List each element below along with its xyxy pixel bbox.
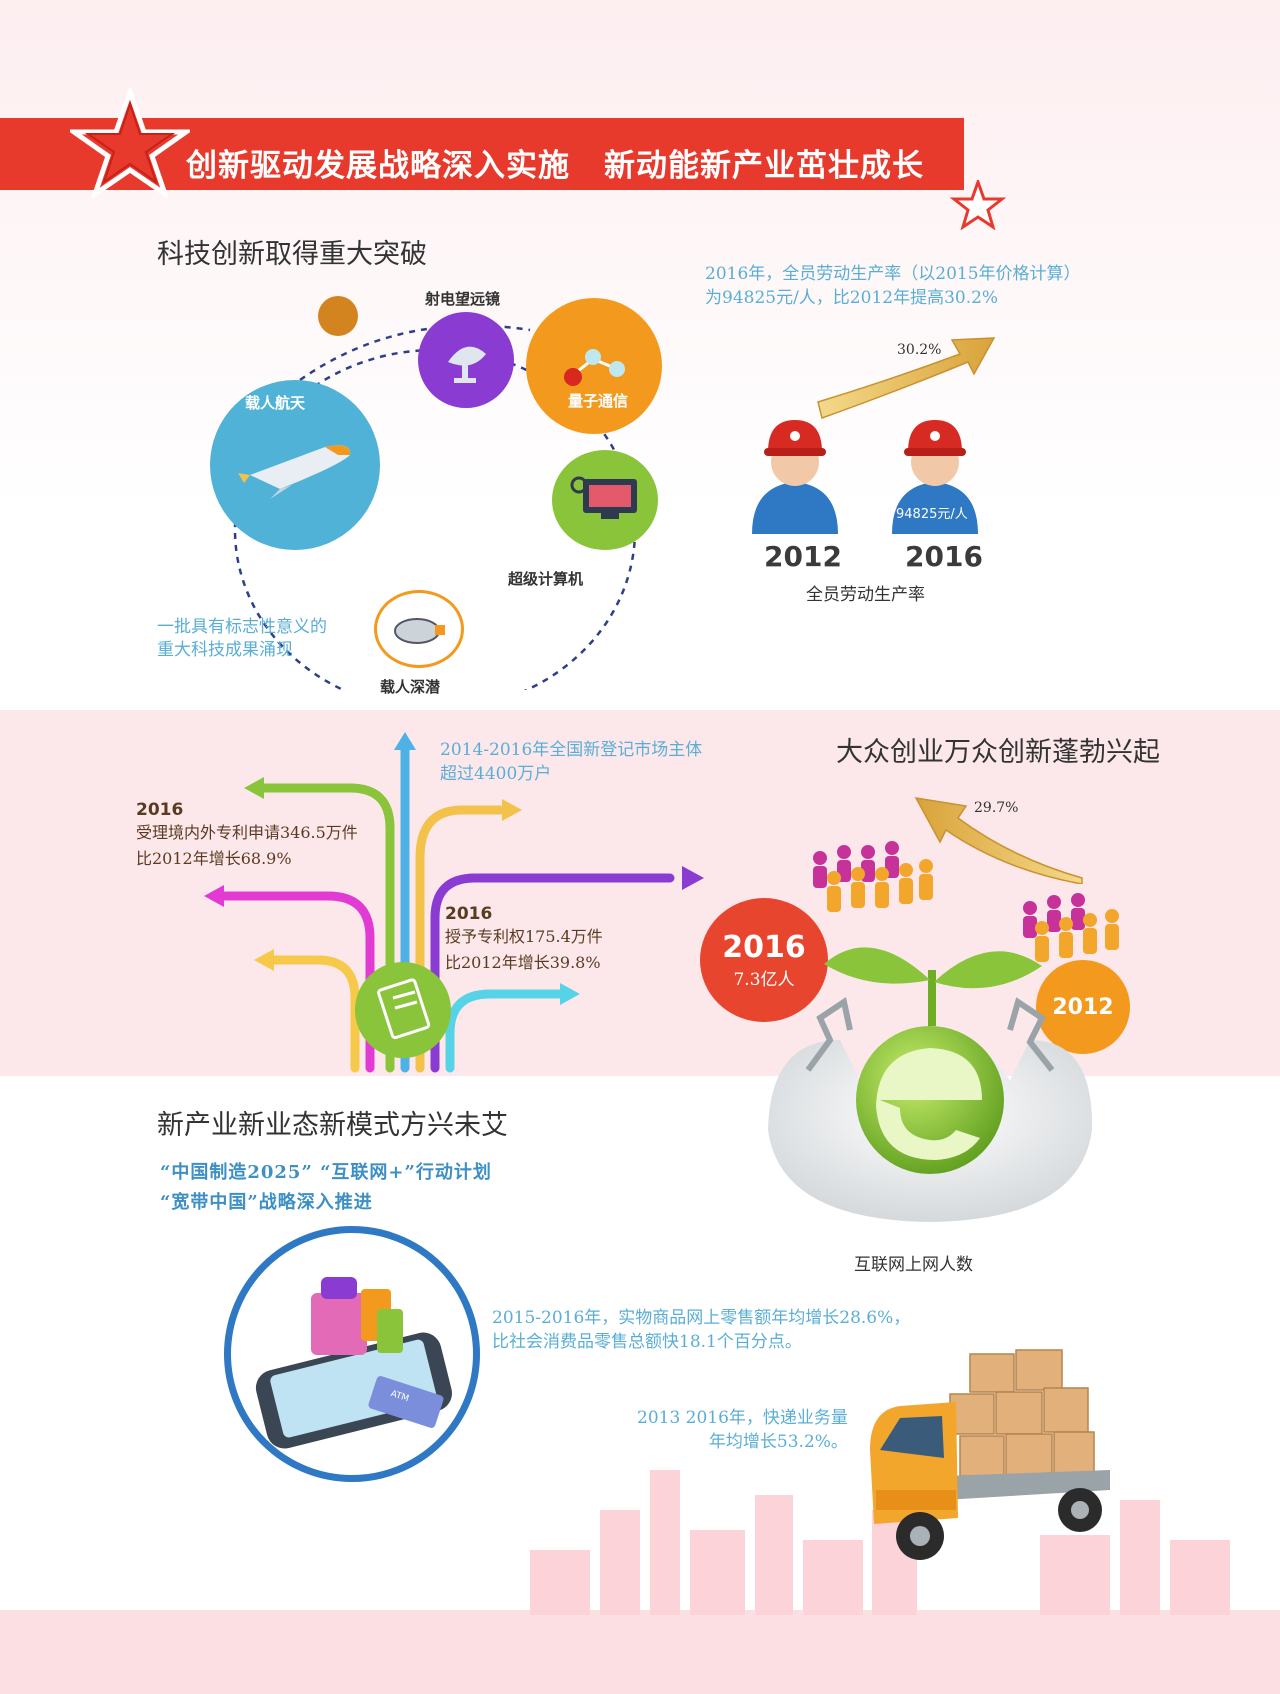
banner-title-part1: 创新驱动发展战略深入实施	[186, 148, 570, 184]
industry-promo: “中国制造2025” “互联网+”行动计划 “宽带中国”战略深入推进	[160, 1158, 492, 1214]
worker-2016-icon	[892, 420, 978, 534]
city-skyline	[530, 1470, 1230, 1615]
banner-title: 创新驱动发展战略深入实施新动能新产业茁壮成长	[186, 140, 924, 185]
productivity-note: 2016年，全员劳动生产率（以2015年价格计算） 为94825元/人，比201…	[705, 262, 1081, 310]
ecommerce-note-line1: 2015-2016年，实物商品网上零售额年均增长28.6%，	[492, 1308, 911, 1328]
patent-grant-block: 2016 授予专利权175.4万件 比2012年增长39.8%	[445, 904, 603, 976]
molecule-icon	[564, 349, 625, 386]
tech-note: 一批具有标志性意义的 重大科技成果涌现	[157, 616, 327, 662]
spaceflight-label: 载人航天	[245, 394, 306, 412]
bottom-band	[0, 1610, 1280, 1694]
patent-application-year: 2016	[136, 800, 184, 820]
tech-note-line2: 重大科技成果涌现	[157, 640, 293, 660]
productivity-caption: 全员劳动生产率	[806, 585, 925, 605]
deepsea-bubble	[374, 590, 464, 668]
ecommerce-note-line2: 比社会消费品零售总额快18.1个百分点。	[492, 1332, 802, 1352]
productivity-year-2016: 2016	[905, 540, 983, 573]
innovation-arrow-tree	[204, 732, 704, 1073]
patent-grant-year: 2016	[445, 904, 493, 924]
industry-title: 新产业新业态新模式方兴未艾	[157, 1110, 508, 1141]
supercomputer-label: 超级计算机	[508, 570, 584, 588]
spaceflight-bubble	[210, 380, 380, 550]
sun-dot	[318, 296, 358, 336]
industry-promo-line1: “中国制造2025” “互联网+”行动计划	[160, 1162, 492, 1183]
internet-2016-year: 2016	[722, 930, 806, 965]
productivity-year-2012: 2012	[764, 540, 842, 573]
ecommerce-note: 2015-2016年，实物商品网上零售额年均增长28.6%， 比社会消费品零售总…	[492, 1306, 910, 1354]
patent-application-block: 2016 受理境内外专利申请346.5万件 比2012年增长68.9%	[136, 800, 358, 872]
tech-note-line1: 一批具有标志性意义的	[157, 617, 327, 637]
ecommerce-circle: ATM	[224, 1226, 480, 1482]
internet-growth-label: 29.7%	[974, 800, 1019, 816]
space-shuttle-icon	[238, 445, 351, 499]
deepsea-label: 载人深潜	[380, 678, 441, 696]
egg-e-logo-icon	[768, 947, 1093, 1222]
internet-2016-bubble: 2016 7.3亿人	[700, 898, 828, 1022]
quantum-bubble	[526, 298, 662, 434]
document-icon	[377, 978, 431, 1040]
express-note-line2: 年均增长53.2%。	[708, 1432, 848, 1452]
star-icon	[70, 88, 190, 198]
internet-2012-year: 2012	[1052, 994, 1114, 1020]
productivity-growth-arrow	[817, 337, 996, 419]
quantum-label: 量子通信	[568, 392, 629, 410]
patent-grant-line2: 比2012年增长39.8%	[445, 953, 601, 972]
crowd-2012-icon	[1023, 893, 1119, 962]
express-note-line1: 2013 2016年，快递业务量	[637, 1408, 848, 1428]
telescope-label: 射电望远镜	[425, 290, 501, 308]
entrepreneurship-title: 大众创业万众创新蓬勃兴起	[836, 737, 1160, 768]
patent-grant-line1: 授予专利权175.4万件	[445, 927, 603, 946]
productivity-note-line1: 2016年，全员劳动生产率（以2015年价格计算）	[705, 264, 1081, 284]
crowd-2016-icon	[813, 841, 933, 912]
telescope-icon	[448, 346, 486, 383]
submersible-icon	[394, 618, 445, 644]
banner-title-part2: 新动能新产业茁壮成长	[604, 148, 924, 184]
market-entities-line2: 超过4400万户	[440, 764, 552, 784]
supercomputer-icon	[570, 476, 637, 519]
delivery-truck-icon	[870, 1349, 1110, 1560]
smartphone-shopping-icon: ATM	[255, 1277, 452, 1449]
internet-caption: 互联网上网人数	[854, 1255, 973, 1275]
tech-section-title: 科技创新取得重大突破	[157, 239, 427, 270]
telescope-bubble	[418, 312, 514, 408]
worker-2016-value: 94825元/人	[896, 507, 968, 522]
patent-application-line1: 受理境内外专利申请346.5万件	[136, 823, 358, 842]
express-note: 2013 2016年，快递业务量 年均增长53.2%。	[637, 1406, 848, 1454]
document-badge	[355, 962, 451, 1058]
worker-2012-icon	[752, 420, 838, 534]
industry-promo-line2: “宽带中国”战略深入推进	[160, 1192, 373, 1213]
productivity-note-line2: 为94825元/人，比2012年提高30.2%	[705, 288, 999, 308]
productivity-growth-label: 30.2%	[897, 342, 942, 358]
internet-growth-arrow	[914, 797, 1083, 884]
internet-2012-bubble: 2012	[1036, 960, 1130, 1054]
supercomputer-bubble	[552, 450, 658, 550]
internet-2016-value: 7.3亿人	[733, 970, 795, 990]
market-entities-note: 2014-2016年全国新登记市场主体 超过4400万户	[440, 738, 702, 786]
market-entities-line1: 2014-2016年全国新登记市场主体	[440, 740, 703, 760]
small-star-icon	[950, 180, 1006, 230]
patent-application-line2: 比2012年增长68.9%	[136, 849, 292, 868]
